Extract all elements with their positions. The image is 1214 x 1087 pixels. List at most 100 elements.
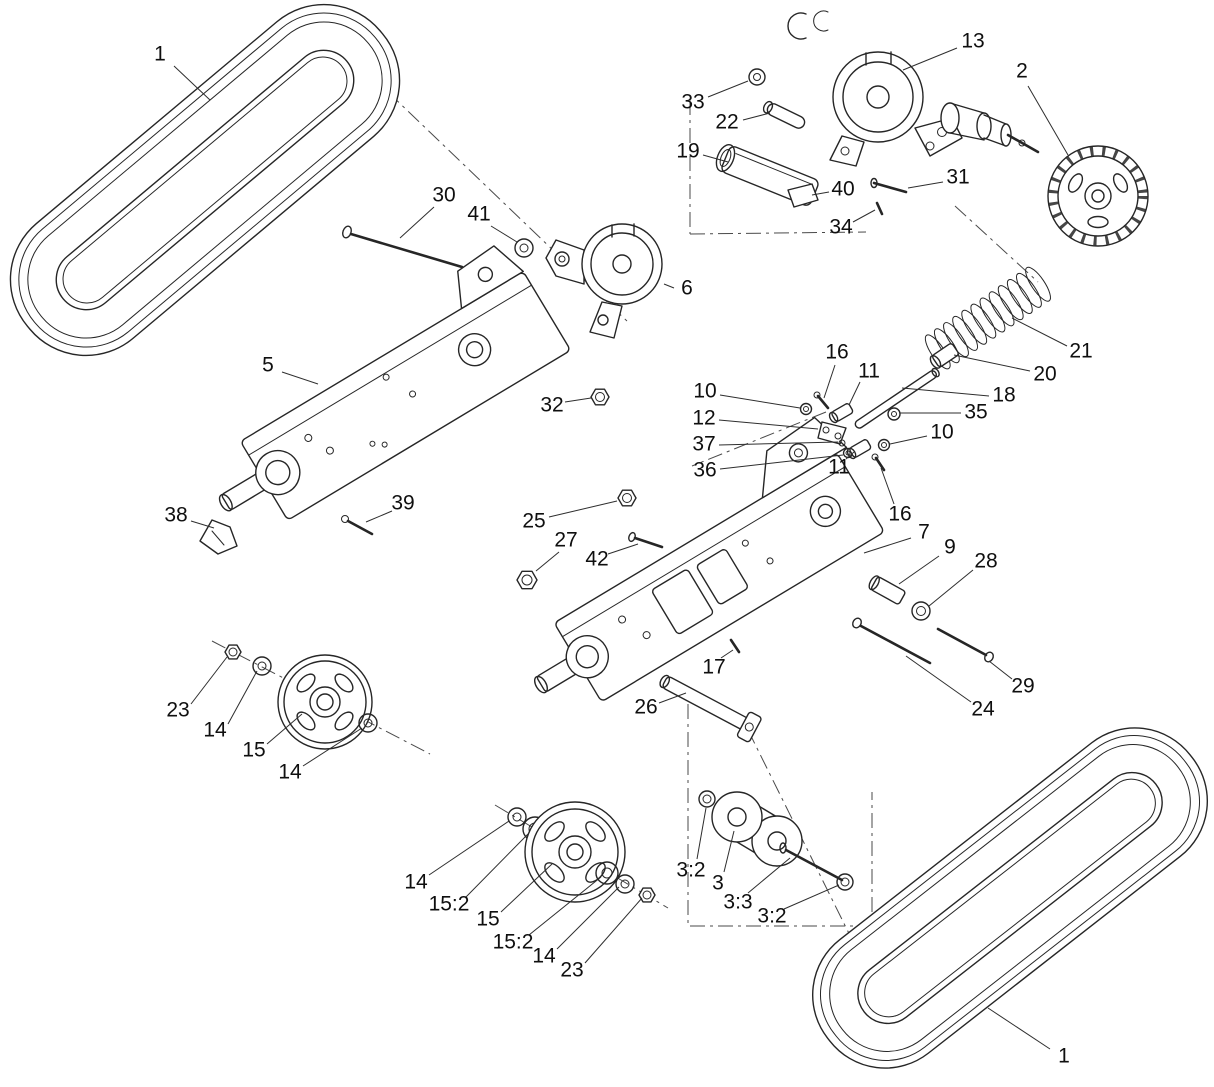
callout-leader-41-10 [490, 225, 518, 243]
track-belt-upper [9, 3, 401, 357]
callout-leader-16-26 [880, 467, 895, 505]
callout-label-12-18: 12 [692, 407, 715, 430]
callout-leader-5-20 [281, 371, 319, 385]
drive-wheel-2 [1047, 145, 1149, 247]
callout-leader-2-2 [1027, 85, 1069, 156]
callout-leader-13-1 [902, 47, 958, 71]
callout-leader-27-30 [535, 551, 560, 572]
callout-leader-32-21 [564, 397, 592, 403]
callout-leader-15:2-48 [465, 833, 529, 898]
callout-leader-7-27 [863, 537, 912, 554]
callout-leader-36-24 [719, 454, 844, 470]
callout-label-30-9: 30 [432, 184, 455, 207]
callout-label-15:2-48: 15:2 [429, 893, 470, 916]
callout-label-1-0: 1 [154, 43, 166, 66]
callout-label-34-8: 34 [829, 216, 853, 239]
callout-leader-16-13 [823, 364, 836, 399]
callout-leader-14-40 [302, 727, 363, 767]
callout-leader-17-35 [720, 649, 734, 659]
callout-label-5-20: 5 [262, 354, 274, 377]
callout-leader-3-44 [723, 830, 735, 873]
callout-leader-3:3-45 [747, 857, 791, 894]
callout-leader-15-49 [500, 863, 553, 913]
callout-label-14-51: 14 [532, 945, 556, 968]
callout-label-3:2-46: 3:2 [757, 905, 786, 928]
callout-label-3:3-45: 3:3 [723, 891, 752, 914]
callout-label-23-37: 23 [166, 699, 189, 722]
callout-leader-33-3 [707, 80, 749, 98]
callout-leader-29-41 [988, 660, 1013, 680]
callout-label-40-6: 40 [831, 178, 854, 201]
callout-label-42-33: 42 [585, 548, 608, 571]
callout-leader-1-0 [173, 65, 211, 101]
callout-leader-25-28 [548, 500, 618, 518]
axle-tube-group [715, 100, 908, 216]
callout-label-17-35: 17 [702, 656, 725, 679]
callout-label-32-21: 32 [540, 394, 563, 417]
callout-label-39-32: 39 [391, 492, 414, 515]
callout-leader-21-12 [1011, 317, 1068, 347]
callout-label-15:2-50: 15:2 [493, 931, 534, 954]
callout-leader-10-16 [719, 394, 801, 409]
callout-leader-9-29 [898, 555, 940, 585]
callout-label-11-14: 11 [858, 360, 880, 383]
pivot-hardware-cluster [799, 391, 891, 472]
callout-label-35-19: 35 [964, 401, 987, 424]
callout-label-24-42: 24 [971, 698, 995, 721]
hardware-mid-group [516, 489, 762, 743]
callout-label-38-34: 38 [164, 504, 187, 527]
callout-leader-1-53 [987, 1007, 1051, 1050]
callout-leader-26-36 [658, 692, 687, 704]
callout-label-2-2: 2 [1016, 60, 1028, 83]
callout-leader-12-18 [718, 419, 819, 430]
callout-leader-15:2-50 [528, 876, 602, 936]
road-wheel-lower-group [507, 801, 656, 903]
callout-label-27-30: 27 [554, 529, 577, 552]
callout-label-19-5: 19 [676, 140, 699, 163]
callout-label-6-11: 6 [681, 277, 693, 300]
callout-label-15-49: 15 [476, 908, 499, 931]
callout-leader-6-11 [663, 283, 675, 289]
callout-leader-30-9 [399, 206, 435, 239]
callout-leader-39-32 [365, 510, 393, 523]
callout-leader-28-31 [928, 569, 974, 607]
callout-label-14-47: 14 [404, 871, 428, 894]
callout-label-16-26: 16 [888, 503, 911, 526]
callout-label-11-25: 11 [828, 456, 850, 479]
callout-leader-20-15 [953, 354, 1031, 372]
callout-leader-14-47 [428, 820, 510, 876]
callout-label-22-4: 22 [715, 111, 738, 134]
callout-leader-11-14 [848, 381, 861, 406]
callout-label-3-44: 3 [712, 872, 724, 895]
callout-label-37-22: 37 [692, 433, 715, 456]
callout-leader-18-17 [901, 387, 990, 397]
callout-label-13-1: 13 [961, 30, 984, 53]
track-belt-lower [811, 727, 1209, 1069]
frame-weldment-5 [218, 245, 570, 520]
callout-label-28-31: 28 [974, 550, 997, 573]
callout-label-21-12: 21 [1069, 340, 1092, 363]
spring-and-rod-group [854, 266, 1051, 429]
callout-label-16-13: 16 [825, 341, 848, 364]
callout-leader-11-25 [845, 451, 855, 460]
callout-leader-22-4 [742, 112, 771, 121]
bolts-right-group [852, 575, 994, 665]
callout-leader-23-52 [584, 897, 643, 964]
callout-label-15-39: 15 [242, 739, 265, 762]
callout-leader-14-38 [227, 670, 258, 725]
callout-leader-37-22 [718, 441, 839, 446]
hardware-left-group [199, 225, 610, 555]
callout-label-25-28: 25 [522, 510, 545, 533]
callout-label-10-16: 10 [693, 380, 716, 403]
callout-leader-3:2-46 [783, 884, 840, 910]
callout-leader-14-51 [556, 886, 620, 950]
callout-label-41-10: 41 [467, 203, 490, 226]
callout-leader-3:2-43 [696, 807, 707, 860]
callout-leader-40-6 [811, 191, 830, 196]
idler-roller-group [698, 790, 854, 891]
callout-label-18-17: 18 [992, 384, 1015, 407]
callout-label-29-41: 29 [1011, 675, 1034, 698]
